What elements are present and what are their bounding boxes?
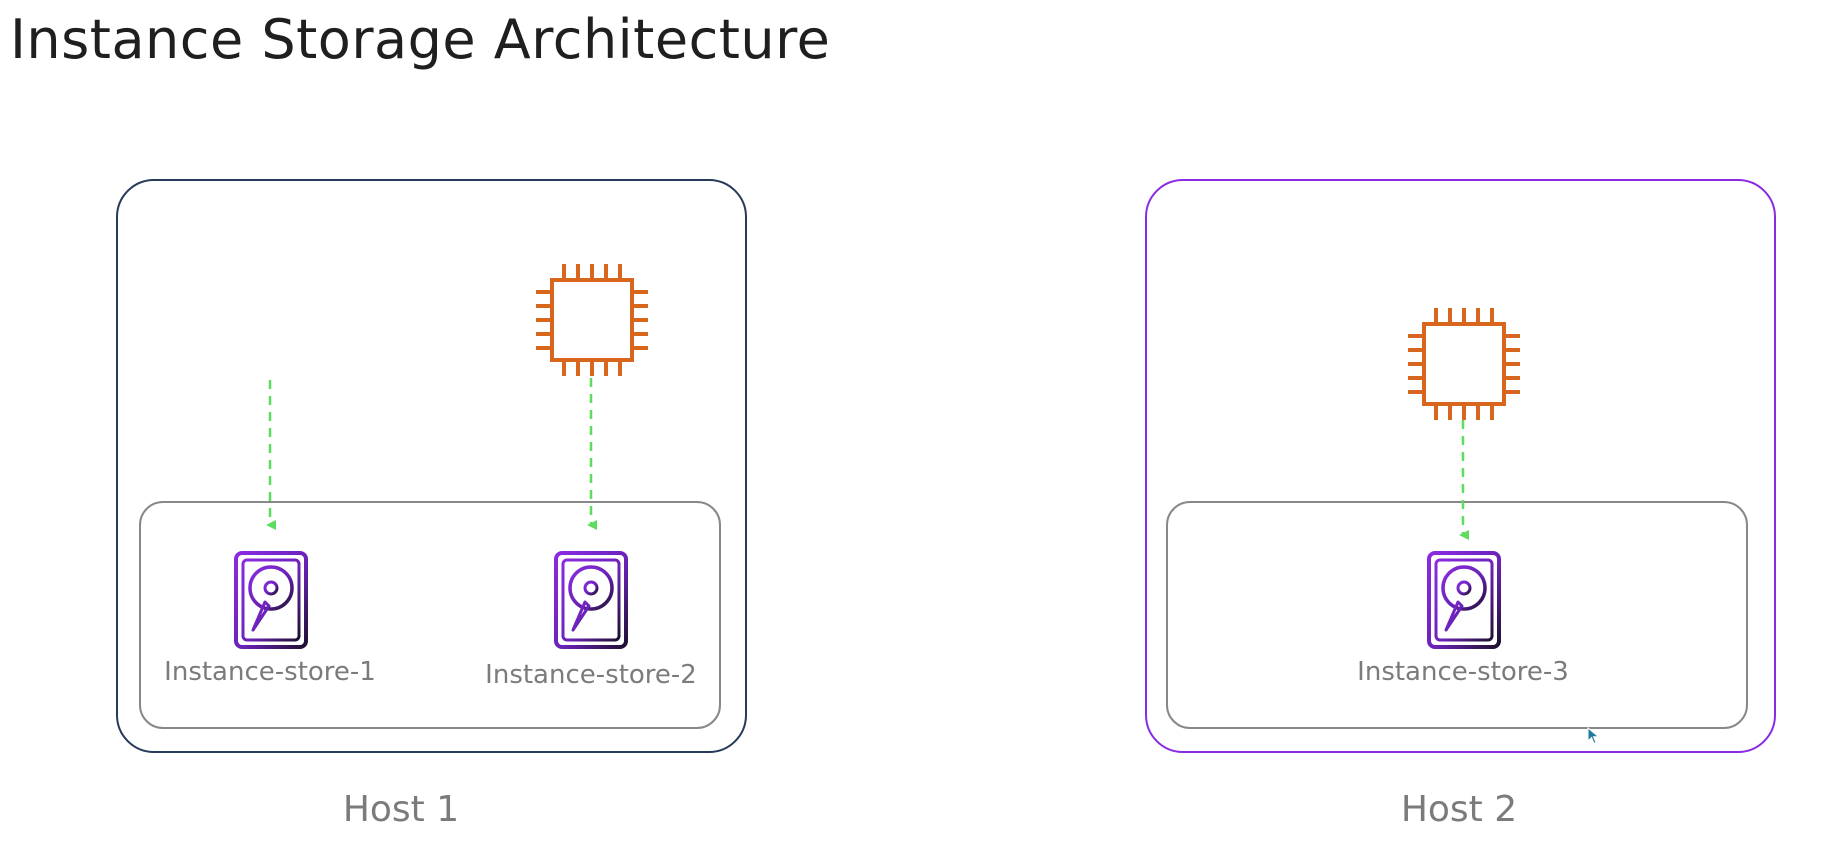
cpu-chip-icon	[536, 264, 648, 376]
instance-store-2-label: Instance-store-2	[485, 660, 697, 690]
host-1-label: Host 1	[342, 789, 460, 830]
cpu-chip-icon	[1408, 308, 1520, 420]
mouse-cursor-icon	[1587, 727, 1600, 745]
page-title: Instance Storage Architecture	[10, 8, 831, 71]
host-2-label: Host 2	[1400, 789, 1518, 830]
hard-drive-icon	[554, 551, 628, 649]
instance-store-1-label: Instance-store-1	[164, 657, 376, 687]
hard-drive-icon	[1427, 551, 1501, 649]
hard-drive-icon	[234, 551, 308, 649]
instance-store-3-label: Instance-store-3	[1357, 657, 1569, 687]
host-1-storage-group	[139, 501, 721, 729]
